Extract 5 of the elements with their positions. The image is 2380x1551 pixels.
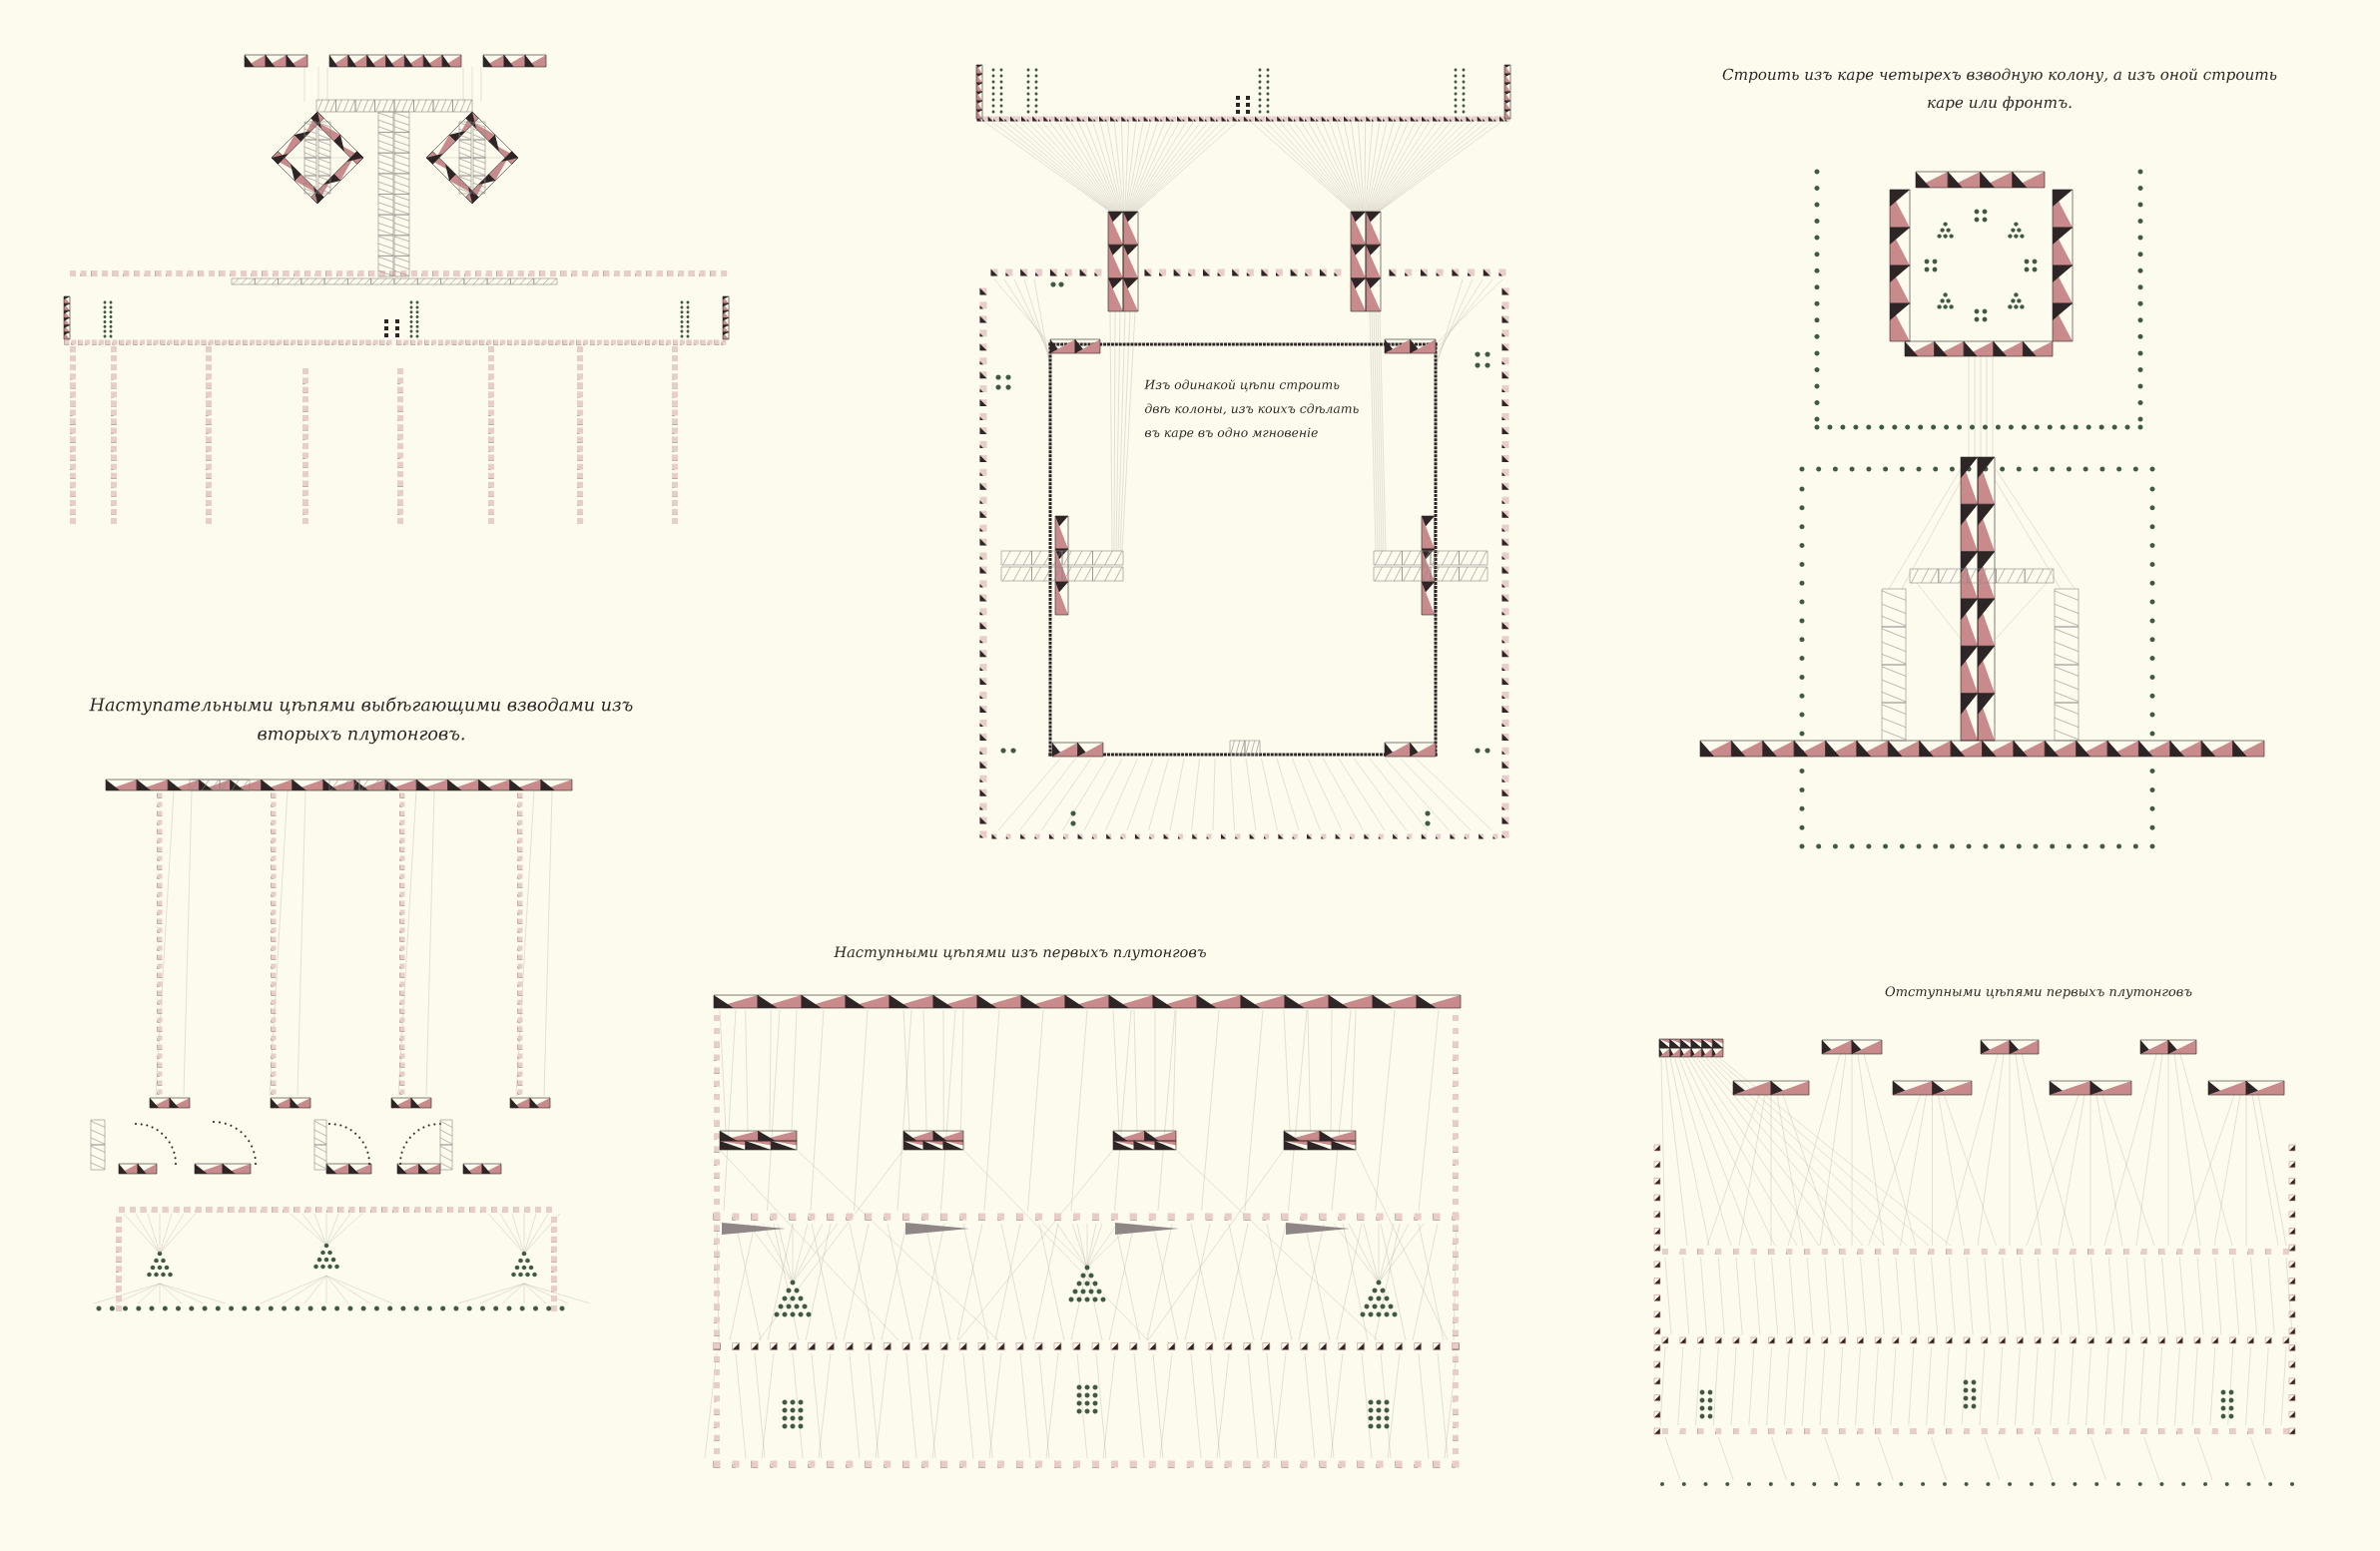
caption-text: Наступательными цѣпями выбѣгающими взводами изъ вторыхъ плутонговъ. (89, 697, 633, 745)
caption-text: Наступными цѣпями изъ первыхъ плутонговъ (834, 946, 1206, 961)
caption-text: Строить изъ каре четырехъ взводную колону, а изъ оной строить каре или фронтъ. (1722, 68, 2277, 112)
note-text: Изъ одинакой цѣпи строить двѣ колоны, изъ коихъ сдѣлать въ каре въ одно мгновеніе (1144, 379, 1359, 440)
caption-text: Отступными цѣпями первыхъ плутонговъ (1885, 986, 2192, 999)
